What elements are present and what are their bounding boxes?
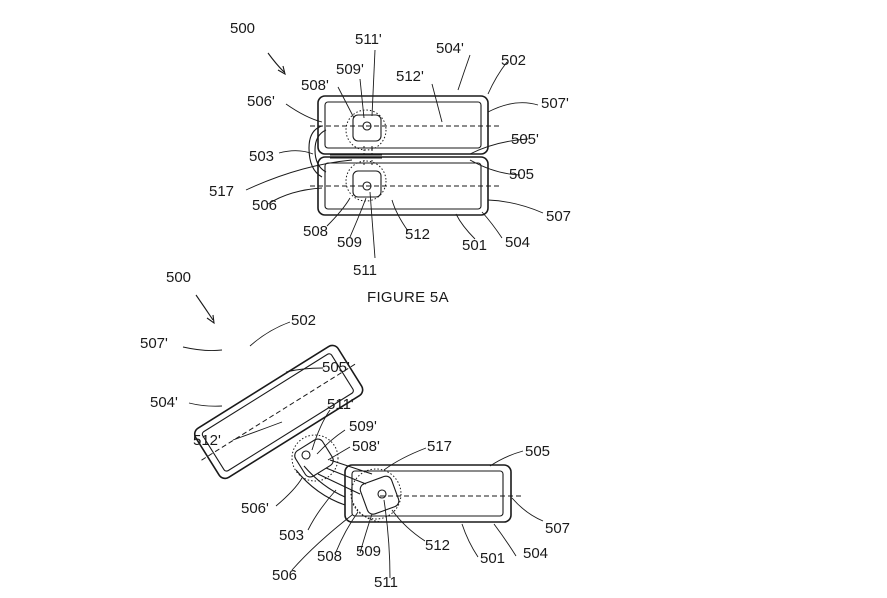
label-511-prime-b: 511' <box>327 396 354 413</box>
label-503-b: 503 <box>279 527 304 544</box>
figure-5a: 500 511' 504' 502 509' 512' 508' 506' 50… <box>209 20 571 306</box>
label-508-prime: 508' <box>301 77 329 94</box>
arrowhead-500-b <box>206 314 215 325</box>
lower-housing-501-b <box>344 464 512 523</box>
label-505: 505 <box>509 166 534 183</box>
label-511: 511 <box>353 262 377 279</box>
label-509-b: 509 <box>356 543 381 560</box>
lower-pivot-511 <box>362 181 372 191</box>
figure-5a-leaders <box>245 49 544 259</box>
label-504-prime: 504' <box>436 40 464 57</box>
arrowhead-500 <box>277 65 286 76</box>
lower-pivot-region-508-b <box>350 468 402 520</box>
label-502-b: 502 <box>291 312 316 329</box>
label-506-prime-b: 506' <box>241 500 269 517</box>
label-512: 512 <box>405 226 430 243</box>
label-504-b: 504 <box>523 545 548 562</box>
label-505-prime: 505' <box>511 131 539 148</box>
figure-5b: 500 502 507' 505' 504' 511' 512' 509' 50… <box>140 269 570 591</box>
label-507: 507 <box>546 208 571 225</box>
label-505-prime-b: 505' <box>322 359 350 376</box>
upper-housing-502 <box>317 95 489 155</box>
hinge-strap-503-b <box>295 469 346 506</box>
label-505-b: 505 <box>525 443 550 460</box>
label-512-prime-b: 512' <box>193 432 221 449</box>
label-512-prime: 512' <box>396 68 424 85</box>
hinge-band-2 <box>325 467 367 485</box>
upper-pivot-region-508p-b <box>291 434 339 482</box>
label-504: 504 <box>505 234 530 251</box>
upper-cam-group <box>294 438 334 478</box>
figure-5b-leaders <box>182 321 544 579</box>
upper-inner-panel-504p <box>324 101 482 149</box>
lower-cam-group <box>359 475 400 515</box>
upper-centerline-512p-b <box>201 362 358 461</box>
pointer-arrow-500 <box>267 52 285 73</box>
label-506-prime: 506' <box>247 93 275 110</box>
label-508: 508 <box>303 223 328 240</box>
label-507-prime: 507' <box>541 95 569 112</box>
label-511-prime: 511' <box>355 31 382 48</box>
label-517-b: 517 <box>427 438 452 455</box>
label-508-b: 508 <box>317 548 342 565</box>
label-507-prime-b: 507' <box>140 335 168 352</box>
upper-pivot-region-508p <box>345 109 387 151</box>
figure-5a-caption: FIGURE 5A <box>367 289 449 306</box>
label-504-prime-b: 504' <box>150 394 178 411</box>
label-500-b: 500 <box>166 269 191 286</box>
upper-pivot-511p <box>362 121 372 131</box>
lower-inner-panel-504-b <box>351 470 504 517</box>
label-503: 503 <box>249 148 274 165</box>
upper-cam-509p-b <box>294 438 334 478</box>
hinge-strap-503 <box>308 125 323 178</box>
lower-pivot-511-b <box>377 489 387 499</box>
label-501-b: 501 <box>480 550 505 567</box>
label-512-b: 512 <box>425 537 450 554</box>
hinge-band-3 <box>317 473 361 495</box>
label-507-b: 507 <box>545 520 570 537</box>
lower-pivot-region-508 <box>345 160 387 202</box>
label-517: 517 <box>209 183 234 200</box>
hinge-strap-503-b-inner <box>303 465 346 498</box>
label-509-prime: 509' <box>336 61 364 78</box>
label-501: 501 <box>462 237 487 254</box>
label-509: 509 <box>337 234 362 251</box>
lower-cam-509-b <box>359 475 400 515</box>
label-506: 506 <box>252 197 277 214</box>
label-506-b: 506 <box>272 567 297 584</box>
upper-housing-502-b <box>193 344 364 480</box>
label-502: 502 <box>501 52 526 69</box>
hinge-strap-503-inner <box>314 129 327 173</box>
label-509-prime-b: 509' <box>349 418 377 435</box>
pointer-arrow-500-b <box>195 294 214 321</box>
label-508-prime-b: 508' <box>352 438 380 455</box>
upper-pivot-511p-b <box>301 450 311 460</box>
lower-cam-sweep <box>351 499 383 523</box>
tilted-upper-housing-group <box>193 344 364 480</box>
label-500: 500 <box>230 20 255 37</box>
lower-cam-509 <box>352 170 382 198</box>
upper-inner-panel-504p-b <box>201 353 354 472</box>
label-511-b: 511 <box>374 574 398 591</box>
upper-cam-509p <box>352 114 382 142</box>
